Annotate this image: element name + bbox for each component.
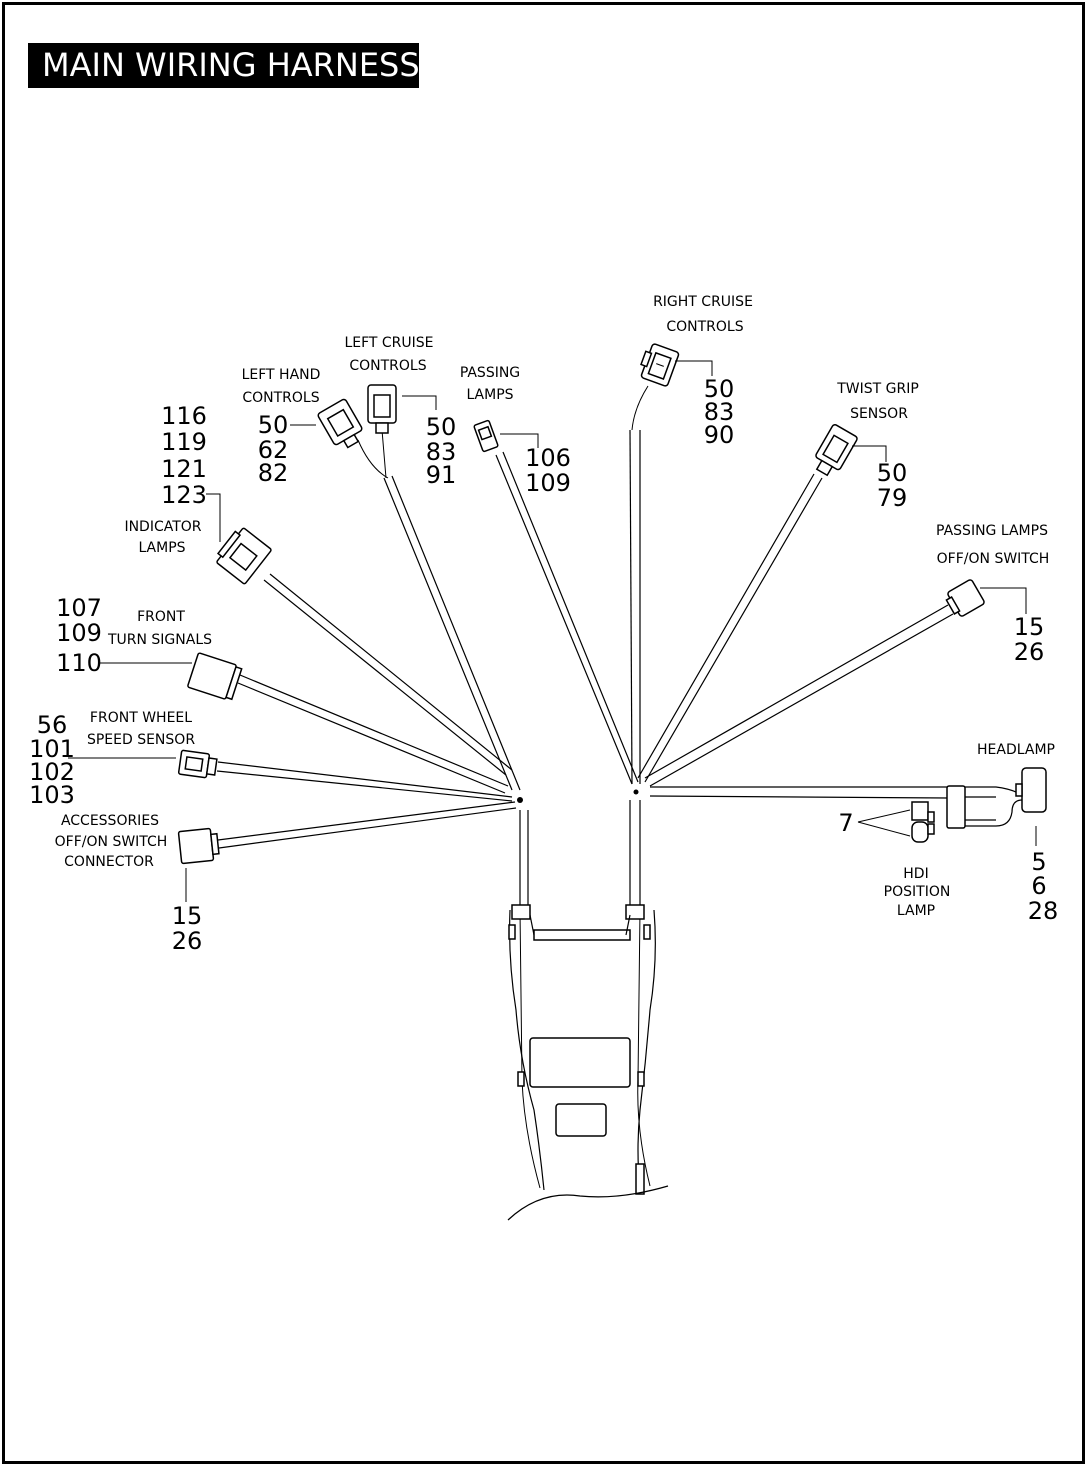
callout-right-cruise: 83: [704, 398, 735, 426]
twist-grip-connector[interactable]: [810, 424, 858, 480]
label-accessories: CONNECTOR: [64, 854, 154, 870]
label-twist-grip: SENSOR: [850, 406, 908, 422]
callout-accessories: 15: [172, 902, 203, 930]
callout-left-hand: 62: [258, 436, 289, 464]
label-indicator-lamps: INDICATOR: [124, 519, 201, 535]
callout-passing-lamps: 109: [525, 469, 571, 497]
callout-numbers: 50 83 90 50 83 91 106 109 50 62 82 116 1…: [29, 375, 1058, 955]
callout-wheel-speed: 56: [37, 711, 68, 739]
label-passing-lamps: PASSING: [460, 365, 520, 381]
headlamp-connector[interactable]: [1015, 767, 1047, 813]
callout-left-cruise: 91: [426, 461, 457, 489]
front-turn-signals-connector[interactable]: [187, 652, 243, 701]
callout-front-turn: 109: [56, 619, 102, 647]
label-wheel-speed: SPEED SENSOR: [87, 732, 195, 748]
junction-left: [517, 797, 523, 803]
accessories-switch-connector[interactable]: [177, 827, 220, 865]
label-headlamp: HEADLAMP: [977, 742, 1055, 758]
callout-right-cruise: 50: [704, 375, 735, 403]
indicator-lamps-connector[interactable]: [213, 525, 272, 585]
label-accessories: ACCESSORIES: [61, 813, 159, 829]
label-twist-grip: TWIST GRIP: [836, 381, 919, 397]
callout-hdi: 7: [838, 809, 853, 837]
label-wheel-speed: FRONT WHEEL: [90, 710, 192, 726]
branch-passing-lamps: [495, 451, 639, 785]
callout-wheel-speed: 103: [29, 781, 75, 809]
callout-left-hand: 50: [258, 411, 289, 439]
callout-twist-grip: 79: [877, 484, 908, 512]
label-hdi: POSITION: [884, 884, 951, 900]
right-cruise-connector[interactable]: [637, 342, 680, 387]
callout-passing-switch: 15: [1014, 613, 1045, 641]
connector-labels: RIGHT CRUISE CONTROLS LEFT CRUISE CONTRO…: [55, 294, 1055, 919]
callout-twist-grip: 50: [877, 459, 908, 487]
callout-accessories: 26: [172, 927, 203, 955]
label-front-turn: TURN SIGNALS: [107, 632, 212, 648]
callout-passing-switch: 26: [1014, 638, 1045, 666]
callout-left-hand: 82: [258, 459, 289, 487]
branch-indicator-lamps: [263, 573, 513, 776]
callout-headlamp: 5: [1031, 848, 1046, 876]
label-left-hand: CONTROLS: [242, 390, 319, 406]
passing-switch-connector[interactable]: [943, 579, 985, 619]
callout-indicator: 119: [161, 428, 207, 456]
branch-twist-grip-sensor: [637, 473, 823, 783]
callout-indicator: 116: [161, 402, 207, 430]
label-passing-lamps: LAMPS: [466, 387, 513, 403]
passing-lamps-connector[interactable]: [473, 419, 499, 453]
label-indicator-lamps: LAMPS: [138, 540, 185, 556]
page-title: MAIN WIRING HARNESS: [28, 43, 420, 88]
callout-left-cruise: 83: [426, 438, 457, 466]
callout-wheel-speed: 102: [29, 758, 75, 786]
harness-branches: [216, 385, 1023, 905]
branch-front-turn-signals: [237, 674, 509, 794]
branch-passing-lamps-switch: [644, 604, 954, 787]
label-right-cruise: CONTROLS: [666, 319, 743, 335]
callout-indicator: 123: [161, 481, 207, 509]
leader-lines: [68, 360, 1037, 902]
label-front-turn: FRONT: [137, 609, 185, 625]
branch-headlamp: [649, 786, 1023, 827]
callout-left-cruise: 50: [426, 413, 457, 441]
callout-headlamp: 28: [1028, 897, 1059, 925]
branch-left-hand-controls: [357, 439, 521, 791]
callout-headlamp: 6: [1031, 872, 1046, 900]
hdi-position-lamp[interactable]: [911, 801, 935, 843]
trunk-right: [629, 800, 641, 905]
label-left-cruise: LEFT CRUISE: [344, 335, 433, 351]
headlamp-clamp: [946, 785, 966, 829]
callout-front-turn: 107: [56, 594, 102, 622]
label-accessories: OFF/ON SWITCH: [55, 834, 168, 850]
trunk-left: [519, 810, 529, 905]
branch-right-cruise-controls: [629, 385, 649, 785]
fairing-outline: [507, 904, 669, 1221]
left-cruise-connector[interactable]: [367, 384, 397, 434]
branch-front-wheel-speed-sensor: [216, 761, 513, 802]
wheel-speed-sensor-connector[interactable]: [177, 749, 218, 779]
left-hand-connector[interactable]: [317, 398, 367, 452]
junction-right: [633, 789, 639, 795]
label-left-hand: LEFT HAND: [242, 367, 321, 383]
callout-indicator: 121: [161, 455, 207, 483]
label-passing-switch: OFF/ON SWITCH: [937, 551, 1050, 567]
label-hdi: LAMP: [897, 903, 935, 919]
callout-right-cruise: 90: [704, 421, 735, 449]
callout-wheel-speed: 101: [29, 735, 75, 763]
branch-left-cruise-controls: [381, 429, 387, 479]
callout-front-turn: 110: [56, 649, 102, 677]
label-passing-switch: PASSING LAMPS: [936, 523, 1048, 539]
branch-accessories-switch: [217, 801, 517, 849]
callout-passing-lamps: 106: [525, 444, 571, 472]
label-right-cruise: RIGHT CRUISE: [653, 294, 753, 310]
label-left-cruise: CONTROLS: [349, 358, 426, 374]
label-hdi: HDI: [903, 866, 928, 882]
